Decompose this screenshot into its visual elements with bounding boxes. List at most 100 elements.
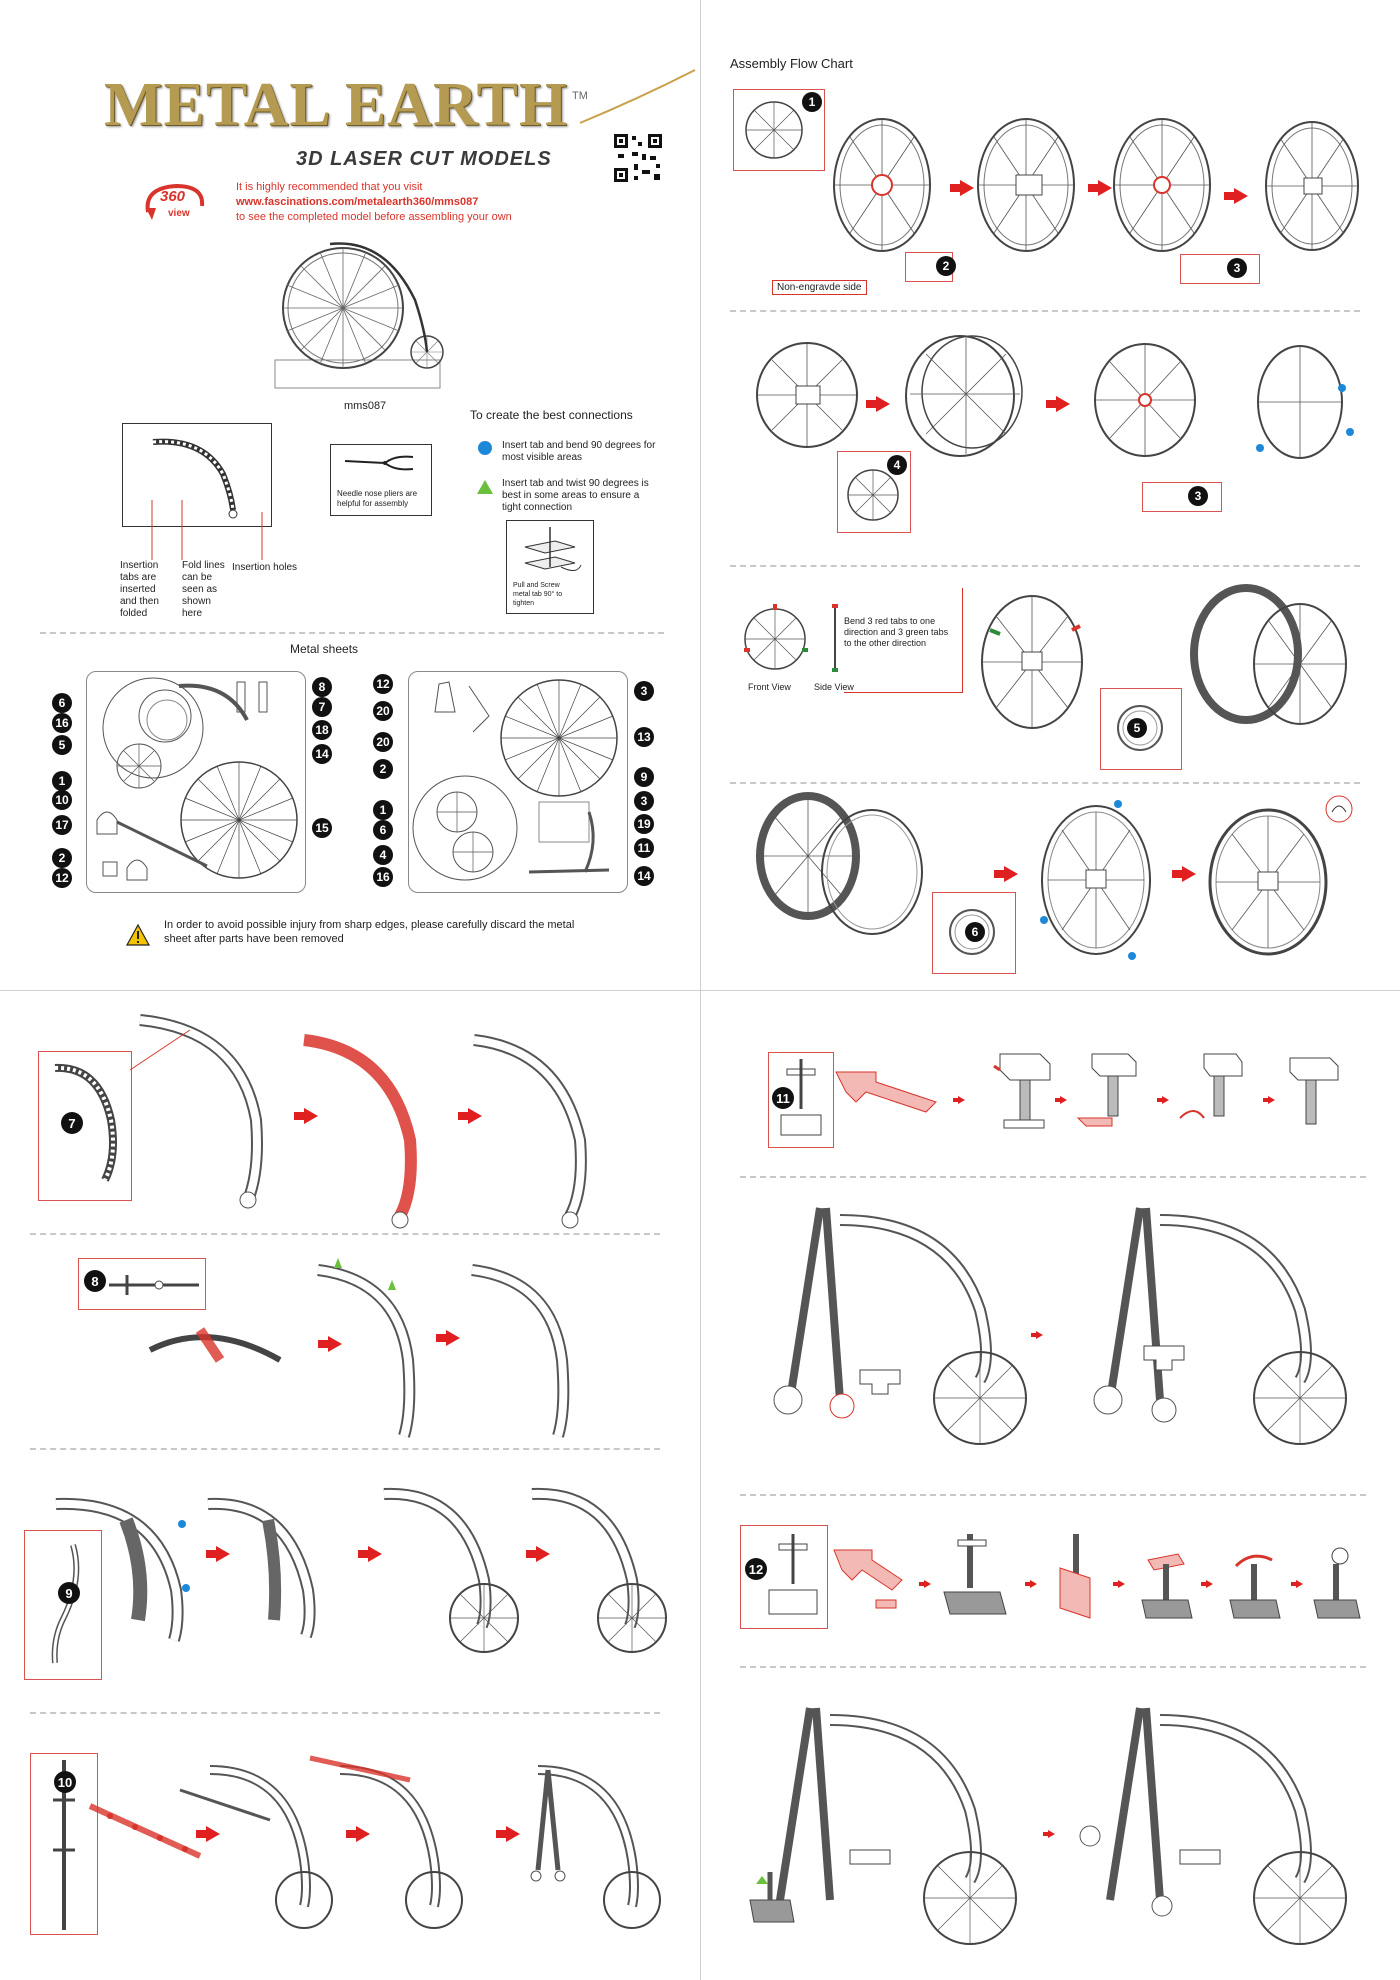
blue-tip-text: Insert tab and bend 90 degrees for most … xyxy=(502,440,656,463)
step11-bend-b-icon xyxy=(1076,1053,1137,1127)
separator xyxy=(740,1176,1366,1178)
sheet-part-13: 13 xyxy=(634,727,654,747)
flow-arrow-icon xyxy=(294,1108,318,1124)
step4-part-box xyxy=(837,451,911,533)
bicycle-final-b-icon xyxy=(1079,1707,1347,1945)
sheet-part-14b: 14 xyxy=(634,866,654,886)
step4-wheel-d-icon xyxy=(1256,345,1354,459)
side-view-wheel-icon xyxy=(832,604,838,672)
flow-arrow-icon xyxy=(1172,866,1196,882)
flow-arrow-icon xyxy=(950,180,974,196)
step8-fork-b-icon xyxy=(471,1264,570,1438)
separator xyxy=(30,1448,660,1450)
flow-arrow-icon xyxy=(953,1096,965,1104)
flow-arrow-icon xyxy=(1157,1096,1169,1104)
side-view-label: Side View xyxy=(814,682,854,692)
step10-leg-bend-icon xyxy=(88,1803,202,1859)
step7-part-box xyxy=(38,1051,132,1201)
sheet-part-10: 10 xyxy=(52,790,72,810)
sheet-part-3: 3 xyxy=(634,681,654,701)
warning-icon xyxy=(125,923,151,946)
legend-pointer-lines-icon xyxy=(151,500,263,560)
metal-sheet-left xyxy=(86,671,306,893)
separator xyxy=(740,1666,1366,1668)
sheet-part-14: 14 xyxy=(312,744,332,764)
step6-wheel-a-icon xyxy=(1040,800,1151,960)
zoom-detail-icon xyxy=(1325,795,1353,823)
step3b-part-box xyxy=(1142,482,1222,512)
step-1-badge: 1 xyxy=(802,92,822,112)
sheet-part-16: 16 xyxy=(52,713,72,733)
sheet-part-9: 9 xyxy=(634,767,654,787)
sheet-part-19: 19 xyxy=(634,814,654,834)
step4-wheel-b-icon xyxy=(905,335,1023,457)
sheet-part-18: 18 xyxy=(312,720,332,740)
intro-line-3: to see the completed model before assemb… xyxy=(236,211,512,223)
step2-wheel-icon xyxy=(977,118,1075,252)
sheet-part-11: 11 xyxy=(634,838,654,858)
flow-arrow-icon xyxy=(346,1826,370,1842)
twist-tab-box: Pull and Screw metal tab 90° to tighten xyxy=(506,520,594,614)
step-5-badge: 5 xyxy=(1127,718,1147,738)
sheet-part-6b: 6 xyxy=(373,820,393,840)
separator xyxy=(730,565,1360,567)
step9-frame-b-icon xyxy=(207,1497,316,1639)
twist-note: Pull and Screw metal tab 90° to tighten xyxy=(513,582,563,607)
ring-icon xyxy=(949,909,995,955)
step1-part-box xyxy=(733,89,825,171)
flow-arrow-icon xyxy=(994,866,1018,882)
flow-arrow-icon xyxy=(206,1546,230,1562)
step6-part-box xyxy=(932,892,1016,974)
step12-bend-d-icon xyxy=(1229,1554,1281,1619)
legend-box xyxy=(122,423,272,527)
step12-bend-b-icon xyxy=(1059,1534,1091,1619)
step-8-badge: 8 xyxy=(84,1270,106,1292)
intro-line-1: It is highly recommended that you visit xyxy=(236,181,423,193)
gold-swoosh-icon xyxy=(579,69,696,124)
front-view-wheel-icon xyxy=(744,604,808,670)
step12-part-box xyxy=(740,1525,828,1629)
step12-bend-c-icon xyxy=(1141,1553,1193,1619)
flow-heading: Assembly Flow Chart xyxy=(730,56,853,71)
step-12-badge: 12 xyxy=(745,1558,767,1580)
step-3-badge: 3 xyxy=(1227,258,1247,278)
step9-frame-a-icon xyxy=(55,1497,190,1642)
sheet-part-15: 15 xyxy=(312,818,332,838)
bicycle-assembly-a-icon xyxy=(773,1207,1027,1445)
green-triangle-icon xyxy=(477,480,493,494)
sheet-part-7: 7 xyxy=(312,697,332,717)
flow-arrow-icon xyxy=(1291,1580,1303,1588)
flow-arrow-icon xyxy=(496,1826,520,1842)
model-code-label: mms087 xyxy=(344,400,387,412)
warning-text: In order to avoid possible injury from s… xyxy=(164,919,575,945)
flow-arrow-icon xyxy=(436,1330,460,1346)
flow-arrow-icon xyxy=(1025,1580,1037,1588)
separator xyxy=(40,632,664,634)
sheet-part-4: 4 xyxy=(373,845,393,865)
step6-wheel-b-icon xyxy=(1208,808,1328,956)
flow-arrow-icon xyxy=(1263,1096,1275,1104)
flow-arrow-icon xyxy=(1113,1580,1125,1588)
step5-part-box xyxy=(1100,688,1182,770)
step1-wheel-icon xyxy=(833,118,931,252)
step-2-badge: 2 xyxy=(936,256,956,276)
flow-arrow-icon xyxy=(919,1580,931,1588)
logo-title: METAL EARTH xyxy=(104,71,569,139)
qr-code-icon xyxy=(612,132,664,184)
step12-stand-done-icon xyxy=(1313,1547,1361,1619)
sheet-part-8: 8 xyxy=(312,677,332,697)
green-tip-text: Insert tab and twist 90 degrees is best … xyxy=(502,478,649,513)
legend-fold-lines: Fold lines can be seen as shown here xyxy=(182,560,225,619)
flow-arrow-icon xyxy=(526,1546,550,1562)
step-6-badge: 6 xyxy=(965,922,985,942)
step12-bend-a-icon xyxy=(943,1534,1007,1615)
step8-part-box xyxy=(78,1258,206,1310)
flow-arrow-icon xyxy=(318,1336,342,1352)
sheet-part-17: 17 xyxy=(52,815,72,835)
flow-arrow-icon xyxy=(358,1546,382,1562)
seat-post-part-icon xyxy=(780,1059,822,1136)
metal-sheet-right-parts-icon xyxy=(412,679,618,881)
step5-ring-wheel-icon xyxy=(1190,584,1347,725)
sheet-part-2b: 2 xyxy=(373,759,393,779)
intro-url-link[interactable]: www.fascinations.com/metalearth360/mms08… xyxy=(236,196,479,208)
